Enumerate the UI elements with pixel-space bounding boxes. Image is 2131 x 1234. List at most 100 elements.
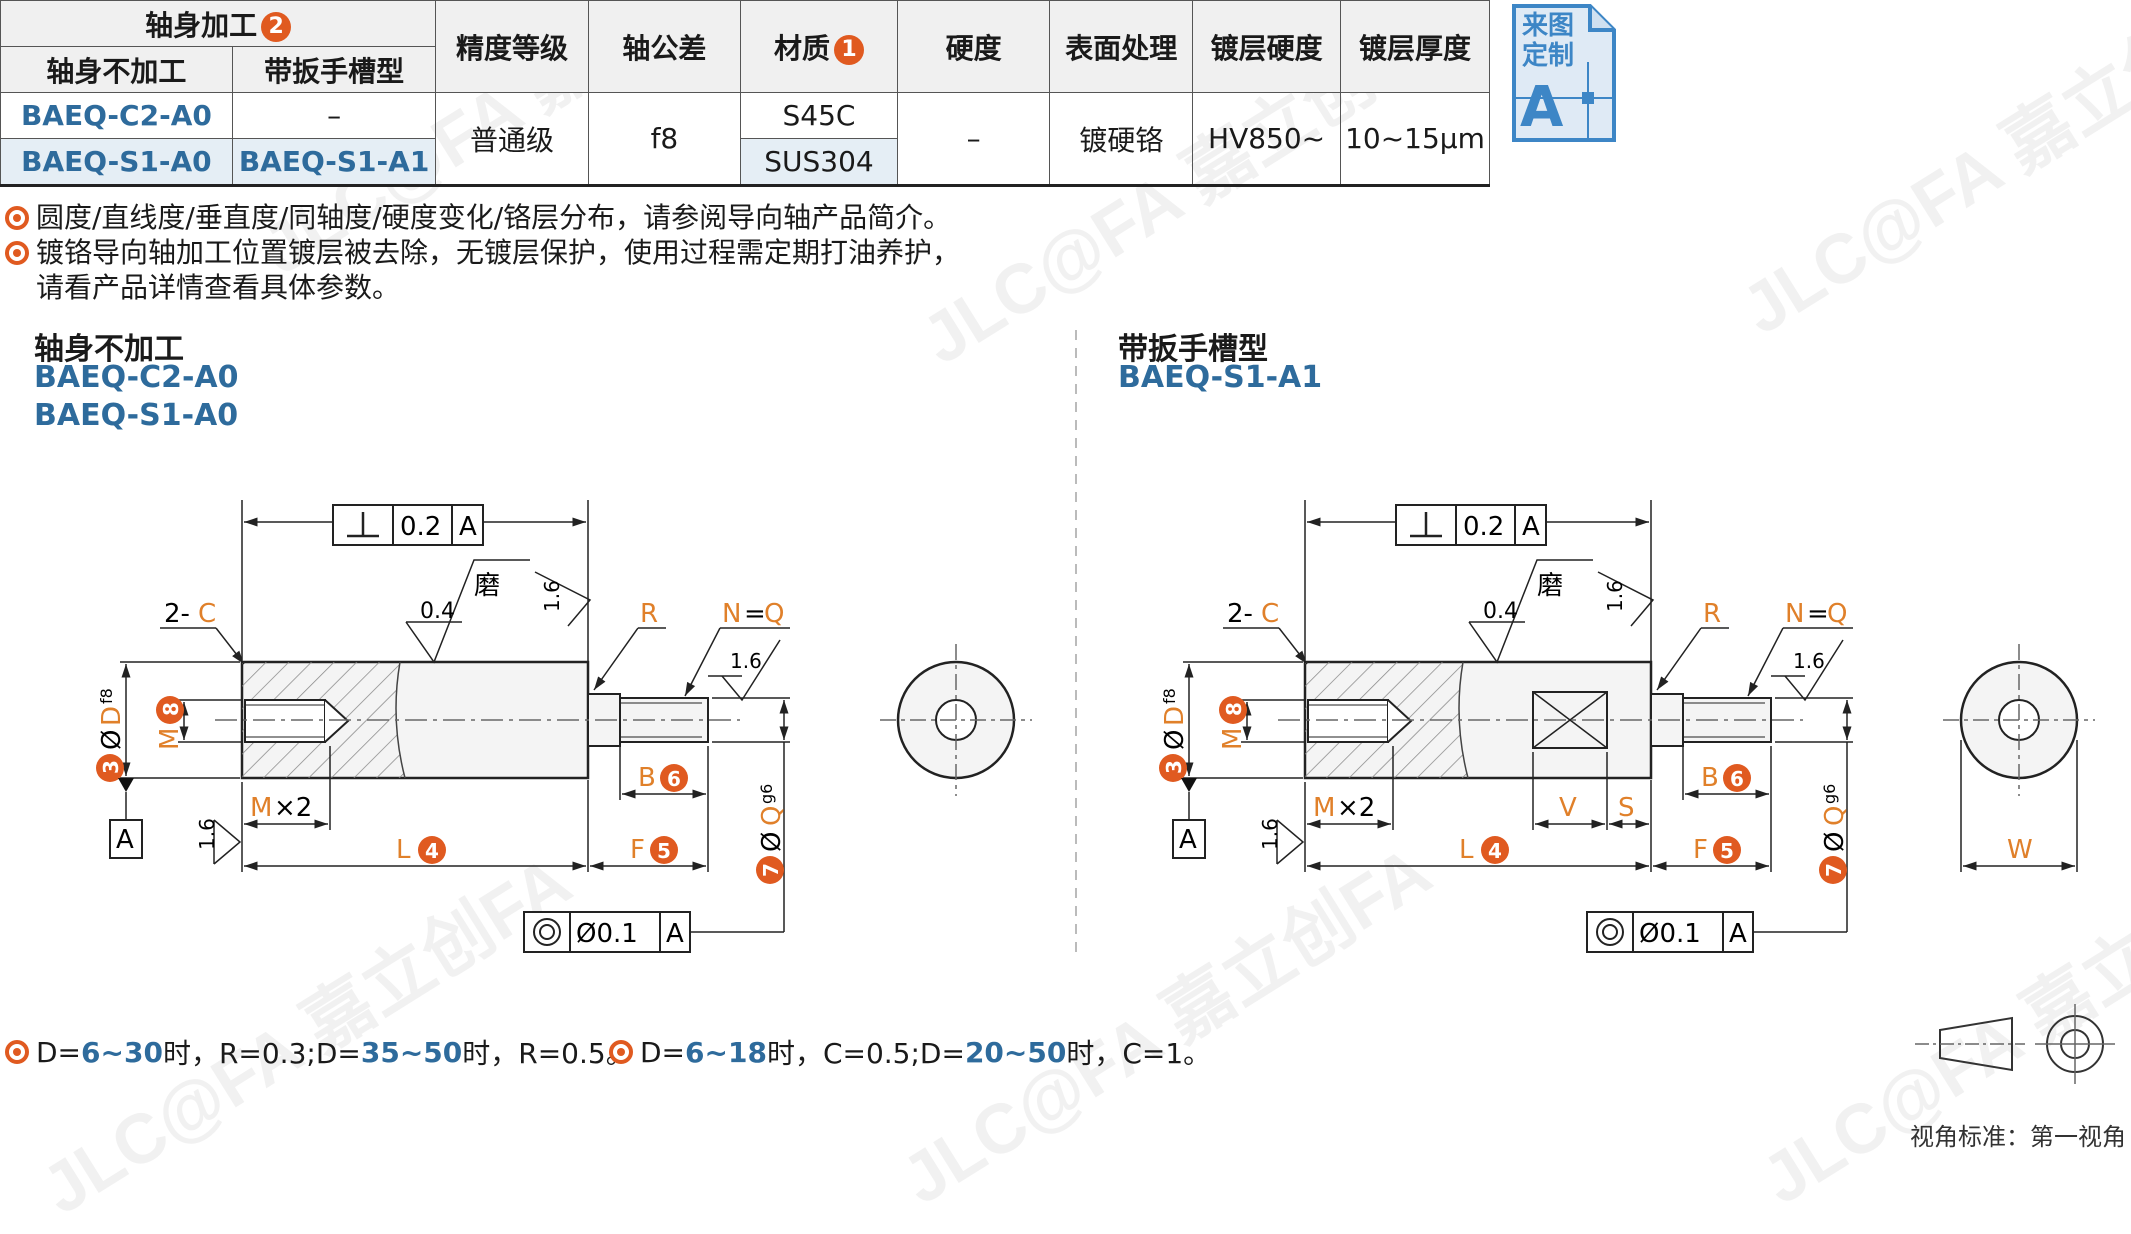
dim-l: L — [1459, 835, 1474, 865]
header-surface: 表面处理 — [1049, 0, 1194, 93]
badge-3: 3 — [1162, 760, 1186, 774]
dim-w: W — [2007, 835, 2033, 865]
note-text: 镀铬导向轴加工位置镀层被去除，无镀层保护，使用过程需定期打油养护， — [36, 236, 961, 269]
chamfer-prefix: 2- — [164, 599, 190, 629]
dim-eq: = — [744, 599, 766, 629]
datum-a: A — [1179, 825, 1197, 855]
datum-ref: A — [1729, 919, 1747, 949]
badge-3: 3 — [99, 760, 123, 774]
code-cell: BAEQ-S1-A1 — [231, 138, 437, 186]
roughness-value: 1.6 — [540, 580, 564, 612]
header-tolerance: 轴公差 — [587, 0, 742, 93]
view-standard-label: 视角标准：第一视角 — [1910, 1123, 2126, 1151]
drawing-left: 0.2 A 0.4 磨 1.6 2- C R N = Q 1.6 — [96, 500, 1032, 953]
roughness-value: 1.6 — [1603, 580, 1627, 612]
dia-symbol: Ø — [757, 832, 787, 852]
header-no-machining: 轴身不加工 — [0, 46, 233, 93]
badge-7: 7 — [1822, 863, 1846, 877]
perp-value: 0.2 — [400, 512, 441, 542]
dim-b: B — [638, 763, 656, 793]
dim-m: M — [1313, 793, 1335, 823]
projection-symbol-icon — [1915, 1004, 2115, 1084]
badge-6: 6 — [1730, 767, 1744, 791]
plating-thickness-value: 10~15μm — [1339, 92, 1491, 186]
watermark: JLC@FA 嘉立创FA — [888, 831, 1444, 1219]
dim-c: C — [198, 599, 216, 629]
dim-f: F — [1693, 835, 1708, 865]
grind-label: 磨 — [474, 571, 500, 601]
header-plating-hardness: 镀层硬度 — [1192, 0, 1341, 93]
roughness-value: 1.6 — [195, 818, 219, 850]
tolerance-value: f8 — [587, 92, 742, 186]
notes: 圆度/直线度/垂直度/同轴度/硬度变化/铬层分布，请参阅导向轴产品简介。 镀铬导… — [4, 200, 960, 305]
code-cell: BAEQ-C2-A0 — [0, 92, 233, 139]
custom-drawing-icon[interactable]: 来图 定制 A — [1510, 2, 1620, 144]
dash-cell: – — [231, 92, 437, 139]
dim-m: M — [250, 793, 272, 823]
badge-5: 5 — [1720, 839, 1734, 863]
conc-value: Ø0.1 — [1639, 919, 1701, 949]
grind-label: 磨 — [1537, 571, 1563, 601]
badge-4: 4 — [425, 839, 439, 863]
dim-q: Q — [764, 599, 784, 629]
datum-ref: A — [666, 919, 684, 949]
badge-5: 5 — [657, 839, 671, 863]
badge-2: 2 — [261, 11, 292, 42]
datum-a: A — [116, 825, 134, 855]
watermark: JLC@FA 嘉立创FA — [1748, 831, 2131, 1219]
note-text: 圆度/直线度/垂直度/同轴度/硬度变化/铬层分布，请参阅导向轴产品简介。 — [36, 201, 952, 234]
drawing-right: 0.2 A 0.4 磨 1.6 2- C R N = Q 1.6 3 Ø D f… — [1159, 500, 2095, 953]
dim-s: S — [1618, 793, 1635, 823]
header-hardness: 硬度 — [896, 0, 1051, 93]
dim-l: L — [396, 835, 411, 865]
dim-q: Q — [757, 806, 787, 826]
perp-value: 0.2 — [1463, 512, 1504, 542]
dim-n: N — [722, 599, 741, 629]
badge-7: 7 — [759, 863, 783, 877]
watermark: JLC@FA 嘉立创FA — [28, 841, 584, 1229]
roughness-value: 1.6 — [1793, 649, 1825, 673]
icon-letter: A — [1520, 75, 1564, 140]
hardness-value: – — [896, 92, 1051, 186]
icon-line1: 来图 — [1522, 11, 1574, 41]
dim-r: R — [640, 599, 658, 629]
right-code: BAEQ-S1-A1 — [1118, 360, 1323, 395]
dim-f: F — [630, 835, 645, 865]
right-title: 带扳手槽型 — [1118, 332, 1268, 367]
badge-8: 8 — [159, 702, 183, 716]
roughness-value: 0.4 — [1483, 599, 1518, 624]
badge-4: 4 — [1488, 839, 1502, 863]
header-wrench-slot: 带扳手槽型 — [231, 46, 437, 93]
material-value: S45C — [740, 92, 898, 139]
plating-hardness-value: HV850~ — [1192, 92, 1341, 186]
note-bullet-icon — [5, 240, 29, 265]
dim-r: R — [1703, 599, 1721, 629]
note-item: 圆度/直线度/垂直度/同轴度/硬度变化/铬层分布，请参阅导向轴产品简介。 — [4, 200, 960, 235]
dim-n: N — [1785, 599, 1804, 629]
note-bullet-icon — [5, 1040, 29, 1064]
dia-symbol: Ø — [1160, 730, 1190, 750]
dim-mx2: ×2 — [1337, 793, 1375, 823]
dim-m: M — [155, 728, 185, 750]
dim-q: Q — [1827, 599, 1847, 629]
dia-symbol: Ø — [97, 730, 127, 750]
dim-mx2: ×2 — [274, 793, 312, 823]
header-plating-thickness: 镀层厚度 — [1339, 0, 1491, 93]
note-bullet-icon — [609, 1040, 633, 1064]
note-item: 镀铬导向轴加工位置镀层被去除，无镀层保护，使用过程需定期打油养护， — [4, 235, 960, 270]
dim-eq: = — [1807, 599, 1829, 629]
material-value: SUS304 — [740, 138, 898, 186]
note-bullet-icon — [5, 205, 29, 230]
dim-v: V — [1559, 793, 1577, 823]
dim-q-sub: g6 — [757, 784, 776, 804]
header-accuracy: 精度等级 — [435, 0, 589, 93]
conc-value: Ø0.1 — [576, 919, 638, 949]
watermark: JLC@FA 嘉立创FA — [1728, 0, 2131, 349]
badge-1: 1 — [834, 34, 864, 65]
dim-q: Q — [1820, 806, 1850, 826]
roughness-value: 0.4 — [420, 599, 455, 624]
roughness-value: 1.6 — [730, 649, 762, 673]
